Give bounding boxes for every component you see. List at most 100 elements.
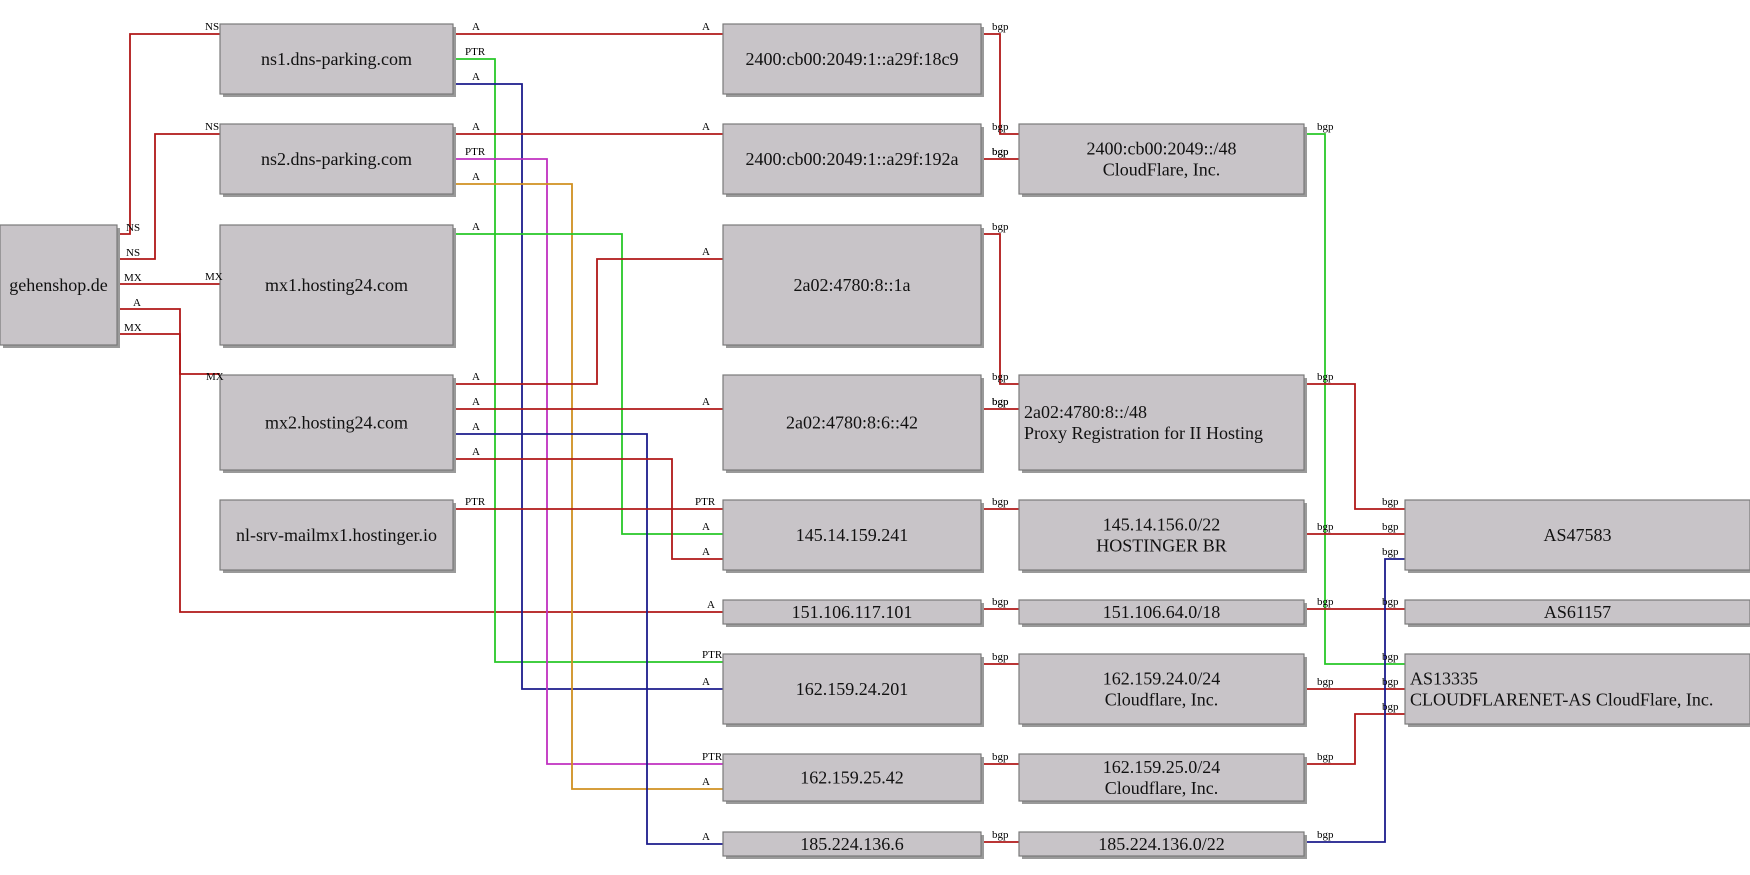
node-box	[219, 23, 454, 95]
node-nlsrv[interactable]: nl-srv-mailmx1.hostinger.io	[219, 499, 456, 573]
node-mx1[interactable]: mx1.hosting24.com	[219, 224, 456, 348]
node-label: Cloudflare, Inc.	[1105, 690, 1218, 710]
edge-tail-label: A	[133, 297, 141, 309]
node-label: 151.106.117.101	[792, 602, 913, 622]
edge-head-label: A	[702, 776, 710, 788]
edge-tail-label: MX	[124, 322, 142, 334]
node-ip6a[interactable]: 2400:cb00:2049:1::a29f:18c9	[722, 23, 984, 97]
node-as1[interactable]: AS47583	[1404, 499, 1750, 573]
node-label: 151.106.64.0/18	[1103, 602, 1221, 622]
node-ip151[interactable]: 151.106.117.101	[722, 599, 984, 627]
node-box	[722, 599, 982, 625]
node-ip162b[interactable]: 162.159.25.42	[722, 753, 984, 804]
edge-pfx6-to-as3	[1304, 713, 1405, 765]
node-ip6d[interactable]: 2a02:4780:8:6::42	[722, 374, 984, 473]
node-box	[219, 499, 454, 571]
edge-pfx7-to-as1	[1304, 558, 1405, 843]
node-ns1[interactable]: ns1.dns-parking.com	[219, 23, 456, 97]
edge-head-label: bgp	[1382, 596, 1399, 608]
edge-pfx1-to-as3	[1304, 133, 1405, 665]
edge-tail-label: bgp	[1317, 596, 1334, 608]
node-box	[1018, 753, 1305, 802]
node-box	[219, 374, 454, 471]
edge-ns2-to-ip162b	[453, 183, 723, 790]
node-label: 162.159.24.0/24	[1103, 669, 1221, 689]
node-label: 185.224.136.6	[800, 834, 904, 854]
node-ip162a[interactable]: 162.159.24.201	[722, 653, 984, 727]
edge-ns1-to-ip162a	[453, 58, 723, 663]
edge-tail-label: bgp	[992, 596, 1009, 608]
edge-tail-label: PTR	[465, 46, 486, 58]
edge-tail-label: A	[472, 446, 480, 458]
edge-head-label: bgp	[992, 146, 1009, 158]
node-box	[722, 374, 982, 471]
node-label: Proxy Registration for II Hosting	[1024, 423, 1263, 443]
edge-tail-label: bgp	[992, 496, 1009, 508]
node-box	[722, 499, 982, 571]
edge-head-label: A	[702, 246, 710, 258]
edge-tail-label: PTR	[465, 496, 486, 508]
node-as2[interactable]: AS61157	[1404, 599, 1750, 627]
node-ip145[interactable]: 145.14.159.241	[722, 499, 984, 573]
edge-tail-label: A	[472, 71, 480, 83]
edge-head-label: A	[707, 599, 715, 611]
node-label: AS13335	[1410, 669, 1478, 689]
edge-tail-label: bgp	[992, 21, 1009, 33]
edge-head-label: A	[702, 396, 710, 408]
node-box	[1404, 599, 1750, 625]
edge-layer	[117, 33, 1405, 845]
edge-head-label: bgp	[992, 121, 1009, 133]
node-label: 2a02:4780:8::/48	[1024, 402, 1147, 422]
node-label: 162.159.24.201	[796, 679, 909, 699]
edge-root-to-ip151	[117, 308, 723, 613]
node-label: gehenshop.de	[9, 275, 107, 295]
edge-ns2-to-ip162b	[453, 158, 723, 765]
node-label: nl-srv-mailmx1.hostinger.io	[236, 525, 437, 545]
edge-head-label: PTR	[702, 649, 723, 661]
node-ip6c[interactable]: 2a02:4780:8::1a	[722, 224, 984, 348]
edge-head-label: bgp	[1382, 676, 1399, 688]
node-label: 162.159.25.42	[800, 768, 904, 788]
edge-head-label: bgp	[1382, 546, 1399, 558]
node-label: 185.224.136.0/22	[1098, 834, 1225, 854]
node-label: CloudFlare, Inc.	[1103, 160, 1220, 180]
edge-tail-label: bgp	[992, 751, 1009, 763]
node-pfx4[interactable]: 151.106.64.0/18	[1018, 599, 1307, 627]
edge-tail-label: bgp	[1317, 121, 1334, 133]
edge-tail-label: bgp	[1317, 829, 1334, 841]
edge-head-label: bgp	[1382, 701, 1399, 713]
edge-ip6c-to-pfx2	[981, 233, 1019, 385]
node-label: mx1.hosting24.com	[265, 275, 408, 295]
edge-head-label: MX	[205, 271, 223, 283]
edge-pfx2-to-as1	[1304, 383, 1405, 510]
edge-head-label: A	[702, 546, 710, 558]
node-ip6b[interactable]: 2400:cb00:2049:1::a29f:192a	[722, 123, 984, 197]
node-ns2[interactable]: ns2.dns-parking.com	[219, 123, 456, 197]
edge-head-label: bgp	[1382, 651, 1399, 663]
node-ip185[interactable]: 185.224.136.6	[722, 831, 984, 859]
node-box	[219, 224, 454, 346]
node-label: 2a02:4780:8:6::42	[786, 413, 918, 433]
edge-tail-label: NS	[126, 247, 140, 259]
edge-head-label: PTR	[695, 496, 716, 508]
edge-tail-label: bgp	[992, 829, 1009, 841]
edge-tail-label: bgp	[1317, 751, 1334, 763]
node-box	[1018, 123, 1305, 195]
node-box	[219, 123, 454, 195]
node-pfx7[interactable]: 185.224.136.0/22	[1018, 831, 1307, 859]
edge-head-label: MX	[206, 371, 224, 383]
node-label: 162.159.25.0/24	[1103, 757, 1221, 777]
node-root[interactable]: gehenshop.de	[0, 224, 120, 348]
node-label: Cloudflare, Inc.	[1105, 778, 1218, 798]
node-label: mx2.hosting24.com	[265, 413, 408, 433]
edge-head-label: A	[702, 521, 710, 533]
node-mx2[interactable]: mx2.hosting24.com	[219, 374, 456, 473]
node-label: CLOUDFLARENET-AS CloudFlare, Inc.	[1410, 690, 1713, 710]
